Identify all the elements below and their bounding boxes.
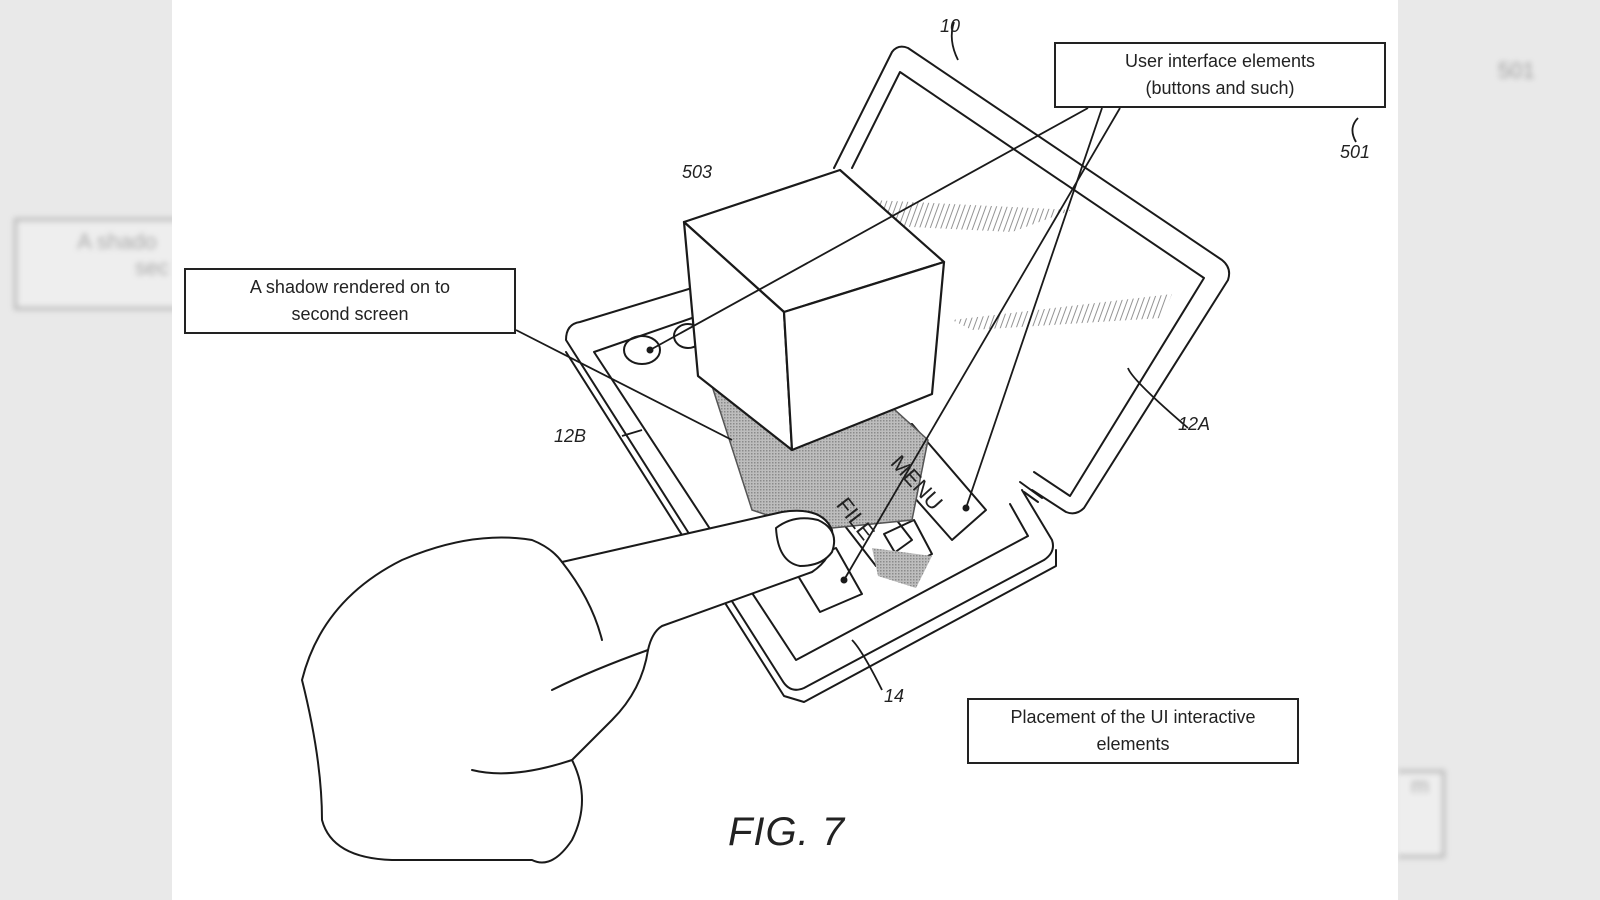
finger-crease-2 [471,759,573,775]
knuckle-line [561,561,603,641]
fingernail [775,517,836,567]
cube-right [782,260,946,452]
background-callout-line-1: A shado [77,229,157,254]
patent-figure: MENU FILE User interface elements (butto… [172,0,1398,900]
figure-drawing [301,21,1359,864]
ref-cube: 503 [682,162,713,182]
top-screen-inner [851,71,1205,497]
background-callout-line-2: sec [134,255,170,280]
ref-callout: 501 [1340,142,1371,162]
hand [301,509,836,864]
screen-icon-circle [623,335,661,365]
callout-shadow: A shadow rendered on to second screen [184,268,516,334]
ref-device: 10 [940,16,961,36]
callout-placement: Placement of the UI interactive elements [967,698,1299,764]
callout-ui-elements-line-1: User interface elements [1124,51,1316,71]
leader-dots [646,346,970,584]
ref-panel: 14 [884,686,905,706]
leader-lines [515,21,1359,691]
bottom-panel-inner [593,317,1029,661]
top-screen-reflection [872,200,1072,232]
ref-screen-b: 12B [554,426,587,446]
bottom-panel-housing [565,287,1054,691]
figure-caption: FIG. 7 [728,810,846,854]
top-screen-housing [833,45,1231,515]
callout-placement-line-2: elements [1096,734,1170,754]
callout-shadow-line-1: A shadow rendered on to [249,277,451,297]
callout-placement-line-1: Placement of the UI interactive [1010,707,1256,727]
ref-screen-a: 12A [1178,414,1211,434]
background-box-right: m [1398,770,1445,858]
callout-shadow-line-2: second screen [291,304,409,324]
background-box-text: m [1410,773,1430,798]
top-screen-reflection-2 [952,294,1172,330]
callout-ui-elements-line-2: (buttons and such) [1145,78,1295,98]
callout-ui-elements: User interface elements (buttons and suc… [1054,42,1386,108]
cube-503 [682,168,946,452]
hinge [1019,481,1043,503]
shadow-under-buttons [872,548,932,588]
finger-crease [551,649,649,691]
background-ref-label: 501 [1498,58,1535,83]
